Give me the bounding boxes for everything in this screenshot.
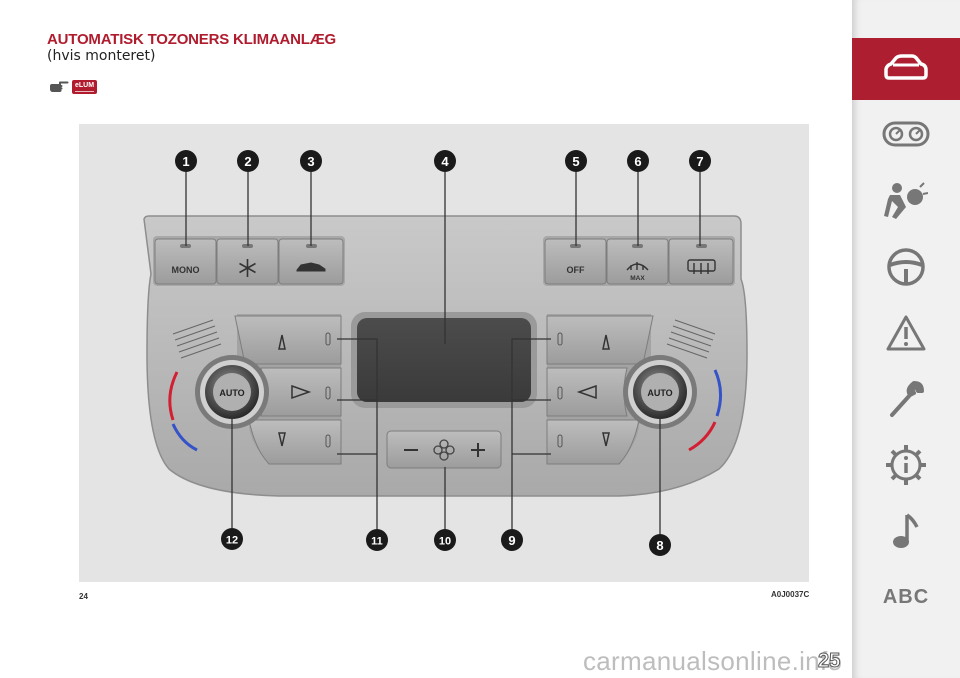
mono-label: MONO <box>172 265 200 275</box>
pointing-hand-icon <box>50 81 69 92</box>
off-label: OFF <box>567 265 585 275</box>
callout-markers: 1 2 3 4 5 6 7 8 9 10 11 12 <box>175 150 711 556</box>
svg-text:2: 2 <box>244 154 251 169</box>
airbag-person-icon <box>884 182 928 219</box>
rear-defrost-button[interactable] <box>668 238 734 285</box>
callout-5: 5 <box>565 150 587 172</box>
triangle-up-icon <box>278 334 286 350</box>
left-air-direction-button[interactable] <box>260 367 342 417</box>
right-air-direction-button[interactable] <box>546 367 628 417</box>
fan-icon <box>433 439 455 461</box>
svg-text:12: 12 <box>226 535 238 547</box>
fan-speed-control[interactable] <box>386 430 502 469</box>
max-label: MAX <box>630 275 645 282</box>
leader-lines <box>185 172 701 534</box>
rear-window-defrost-icon <box>687 259 716 274</box>
left-temp-down-button[interactable] <box>248 419 342 465</box>
triangle-left-icon <box>576 384 597 400</box>
callout-10: 10 <box>434 529 456 551</box>
abc-index-label: ABC <box>882 585 930 608</box>
music-note-icon <box>893 513 919 548</box>
gauges-icon <box>882 121 930 147</box>
svg-text:9: 9 <box>508 533 515 548</box>
sidebar-item-multimedia[interactable] <box>852 500 960 562</box>
callout-6: 6 <box>627 150 649 172</box>
page-subtitle: (hvis monteret) <box>47 48 156 64</box>
left-temp-up-button[interactable] <box>234 315 342 365</box>
left-temp-arc-blue <box>171 423 198 452</box>
max-defrost-button[interactable]: MAX <box>606 238 669 285</box>
plus-icon <box>471 443 485 457</box>
sidebar-item-index[interactable]: ABC <box>852 566 960 628</box>
climate-control-figure: MONO OFF <box>79 124 809 582</box>
left-vent-grill <box>172 319 222 359</box>
watermark: carmanualsonline.info <box>583 646 843 676</box>
svg-text:10: 10 <box>439 536 451 548</box>
callout-7: 7 <box>689 150 711 172</box>
page-title: AUTOMATISK TOZONERS KLIMAANLÆG <box>47 31 336 48</box>
car-icon <box>884 54 928 80</box>
right-vent-grill <box>666 319 716 359</box>
right-temp-arc-blue <box>713 369 722 417</box>
elum-badge: eLUM <box>72 80 98 94</box>
triangle-up-icon <box>602 334 610 350</box>
svg-text:8: 8 <box>656 538 663 553</box>
svg-text:11: 11 <box>371 536 383 548</box>
sidebar-item-instruments[interactable] <box>852 104 960 166</box>
warning-triangle-icon <box>886 315 926 351</box>
svg-text:7: 7 <box>696 154 703 169</box>
sidebar-item-emergency[interactable] <box>852 368 960 430</box>
triangle-down-icon <box>278 432 286 447</box>
callout-2: 2 <box>237 150 259 172</box>
sidebar-item-warnings[interactable] <box>852 302 960 364</box>
page-number: 25 <box>817 650 841 673</box>
svg-text:6: 6 <box>634 154 641 169</box>
steering-wheel-icon <box>887 248 925 286</box>
climate-panel-illustration: MONO OFF <box>143 150 748 556</box>
right-temp-up-button[interactable] <box>546 315 654 365</box>
callout-11: 11 <box>366 529 388 551</box>
right-auto-knob[interactable]: AUTO <box>623 355 697 429</box>
sidebar-item-car[interactable] <box>852 38 960 100</box>
snowflake-icon <box>239 259 256 277</box>
callout-8: 8 <box>649 534 671 556</box>
callout-4: 4 <box>434 150 456 172</box>
callout-1: 1 <box>175 150 197 172</box>
chapter-sidebar: ABC <box>852 0 960 678</box>
sidebar-item-safety[interactable] <box>852 170 960 232</box>
svg-text:1: 1 <box>182 154 189 169</box>
left-page-number: 24 <box>79 592 88 601</box>
display-screen <box>357 318 531 402</box>
callout-12: 12 <box>221 528 243 550</box>
triangle-down-icon <box>602 432 610 447</box>
sidebar-item-driving[interactable] <box>852 236 960 298</box>
wrench-icon <box>890 381 924 417</box>
sidebar-item-maintenance[interactable] <box>852 434 960 496</box>
windshield-defrost-icon <box>626 262 649 271</box>
elum-reference[interactable]: eLUM <box>49 79 98 95</box>
svg-text:5: 5 <box>572 154 579 169</box>
svg-text:3: 3 <box>307 154 314 169</box>
auto-label-left: AUTO <box>219 388 244 398</box>
gear-info-icon <box>886 445 926 485</box>
left-auto-knob[interactable]: AUTO <box>195 355 269 429</box>
recirculation-car-icon <box>296 262 326 272</box>
right-temp-arc-red <box>688 421 717 452</box>
left-temp-arc-red <box>168 371 179 421</box>
figure-code: A0J0037C <box>771 590 810 599</box>
triangle-right-icon <box>291 384 312 400</box>
callout-9: 9 <box>501 529 523 551</box>
callout-3: 3 <box>300 150 322 172</box>
svg-text:4: 4 <box>441 154 449 169</box>
auto-label-right: AUTO <box>647 388 672 398</box>
